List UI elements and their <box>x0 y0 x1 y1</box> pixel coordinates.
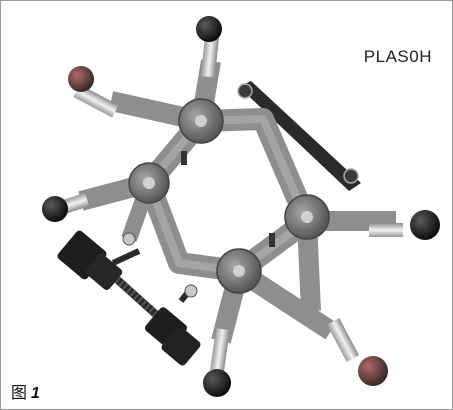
frame-arms <box>78 59 396 344</box>
swivel-hubs <box>128 98 330 294</box>
product-code-label: PLAS0H <box>363 47 432 66</box>
knobs <box>42 16 440 397</box>
figure-caption-prefix: 图 <box>11 385 28 402</box>
detail-pins <box>122 151 275 298</box>
connecting-bar <box>237 81 361 191</box>
threaded-rod-assembly <box>57 230 201 366</box>
figure-caption-number: 1 <box>31 385 40 402</box>
